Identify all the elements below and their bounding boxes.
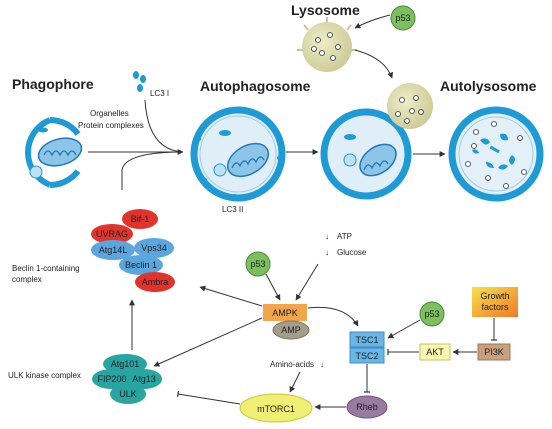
akt-node: AKT [419,343,451,361]
protein-ulk: ULK [119,389,137,399]
arrow-amino-acids-to-mtorc1 [289,371,301,393]
label-atp: ATP [337,232,352,241]
protein-tsc1: TSC1 [355,335,378,345]
svg-text:p53: p53 [250,259,265,269]
stage-phagophore: Phagophore [12,76,94,92]
tsc-complex: TSC1 TSC2 [349,331,385,364]
stage-autolysosome: Autolysosome [440,78,537,94]
label-glucose: Glucose [337,248,367,257]
label-protein-complexes: Protein complexes [78,121,144,130]
label-lc3-ii: LC3 II [222,205,243,214]
svg-text:p53: p53 [395,13,410,23]
svg-text:p53: p53 [424,309,439,319]
protein-uvrag: UVRAG [96,229,128,239]
protein-amp: AMP [281,325,301,335]
autolysosome [448,106,544,202]
protein-vps34: Vps34 [141,243,167,253]
arrow-p53-to-tsc [387,319,421,339]
rheb-node: Rheb [346,395,388,419]
label-lc3-i: LC3 I [150,89,169,98]
label-growth-factors-2: factors [481,302,509,312]
arrow-p53-to-ampk [265,273,281,301]
svg-text:AMPK: AMPK [272,308,298,318]
stage-autophagosome: Autophagosome [200,78,311,94]
p53-tsc: p53 [419,301,445,327]
label-beclin-complex-2: complex [12,275,42,284]
label-ulk-complex: ULK kinase complex [8,371,81,380]
lc3-i-molecules [133,71,146,92]
mtorc1-node: mTORC1 [239,393,313,423]
protein-atg101: Atg101 [111,359,140,369]
protein-bif1: Bif-1 [131,214,150,224]
protein-tsc2: TSC2 [355,351,378,361]
protein-fip200: FIP200 [97,374,126,384]
arrow-ampk-to-beclin [199,285,263,307]
protein-atg14l: Atg14L [99,245,128,255]
p53-ampk: p53 [245,251,271,277]
label-organelles: Organelles [90,109,129,118]
lysosome-top [297,17,357,72]
inhibit-mtorc1-ulk [176,390,241,405]
arrow-p53-to-lysosome [354,14,391,29]
arrow-lc3-to-autophagosome [144,99,184,153]
arrow-ampk-to-ulk [153,317,263,367]
label-growth-factors-1: Growth [480,291,509,301]
growth-factors-node: Growth factors [472,287,518,317]
svg-text:mTORC1: mTORC1 [257,404,295,414]
phagophore [25,117,83,188]
ampk-node: AMPK AMP [263,304,310,340]
arrow-beclin-to-autophagosome [121,151,184,190]
label-beclin-complex-1: Beclin 1-containing [12,264,80,273]
pi3k-node: PI3K [477,343,511,361]
fusion-autophagosome [320,108,412,200]
beclin-complex: Bif-1 UVRAG Atg14L Vps34 Beclin 1 Ambra [91,209,175,292]
svg-text:PI3K: PI3K [484,347,504,357]
down-arrow-glucose: ↓ [325,248,329,257]
label-amino-acids: Amino-acids [270,360,314,369]
arrow-energy-to-ampk [295,263,319,301]
down-arrow-amino-acids: ↓ [320,360,324,369]
protein-ambra: Ambra [142,277,169,287]
svg-text:Rheb: Rheb [356,402,378,412]
arrow-lysosome-to-fusion [354,49,394,79]
fusing-lysosome [387,83,433,129]
svg-text:AKT: AKT [426,347,444,357]
autophagosome [190,106,286,202]
ulk-complex: Atg101 FIP200 Atg13 ULK [92,354,162,404]
p53-lysosome: p53 [390,5,416,31]
protein-beclin1: Beclin 1 [125,260,157,270]
stage-lysosome: Lysosome [291,2,360,18]
protein-atg13: Atg13 [132,374,156,384]
down-arrow-atp: ↓ [325,232,329,241]
arrow-ampk-to-tsc [307,306,359,327]
